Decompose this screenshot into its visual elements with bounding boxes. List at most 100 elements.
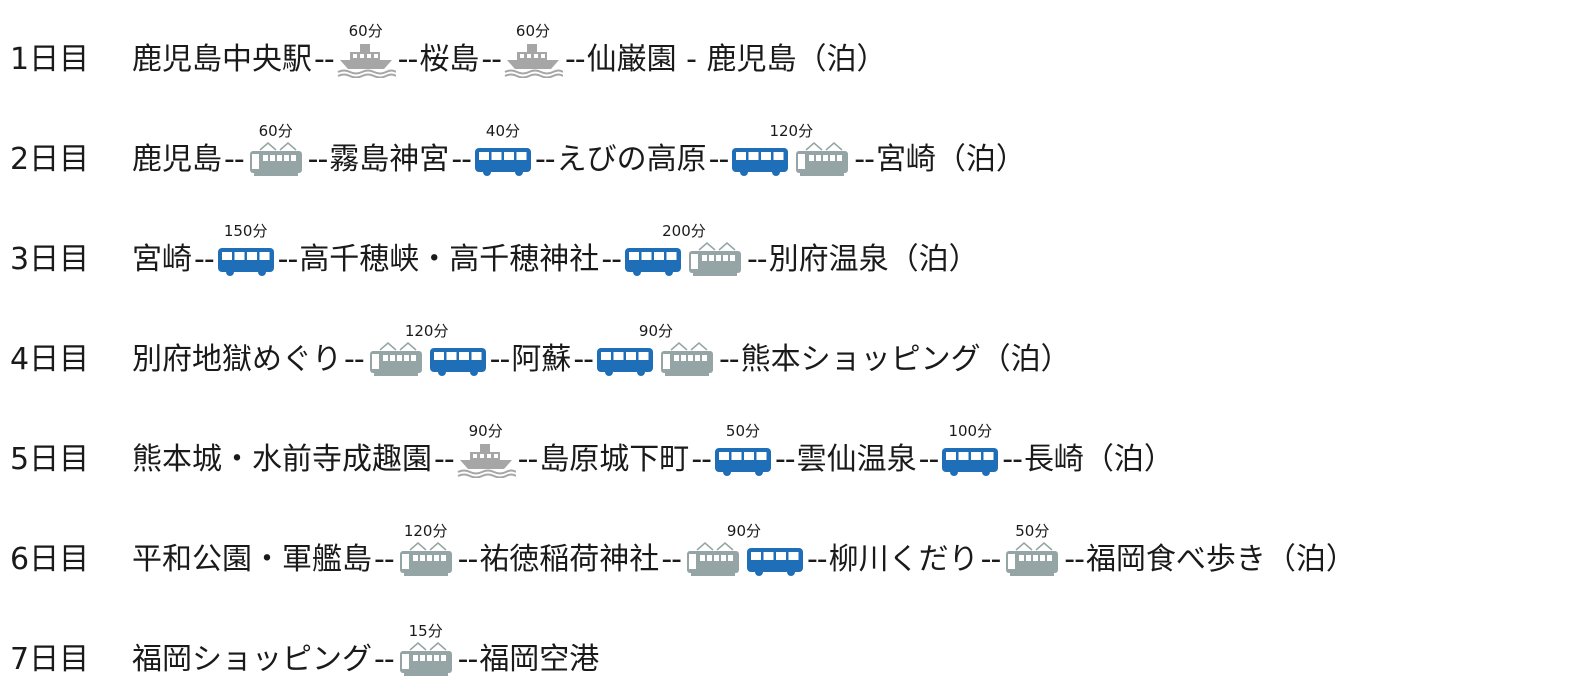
leg-duration: 150分 (223, 222, 268, 240)
day-label: 3日目 (10, 242, 90, 277)
transport-leg: 90分 (595, 322, 717, 378)
connector-dash: -- (806, 542, 828, 577)
transport-leg: 150分 (216, 222, 276, 278)
day-label: 6日目 (10, 542, 90, 577)
ferry-icon (503, 42, 563, 78)
place-name: 高千穂峡・高千穂神社 (299, 242, 600, 277)
connector-dash: -- (573, 342, 594, 377)
connector-dash: -- (481, 42, 502, 77)
connector-dash: -- (307, 142, 329, 177)
connector-dash: -- (691, 442, 712, 477)
connector-dash: -- (1064, 542, 1085, 577)
bus-icon (595, 342, 655, 378)
connector-dash: -- (344, 342, 365, 377)
bus-icon (623, 242, 683, 278)
place-name: 鹿児島 (132, 142, 222, 177)
leg-duration: 60分 (515, 22, 551, 40)
bus-icon (473, 142, 533, 178)
bus-icon (216, 242, 276, 278)
connector-dash: -- (746, 242, 768, 277)
leg-duration: 40分 (485, 122, 521, 140)
connector-dash: -- (564, 42, 586, 77)
place-name: 別府地獄めぐり (132, 342, 342, 377)
transport-leg: 60分 (336, 22, 396, 78)
connector-dash: -- (457, 542, 479, 577)
connector-dash: -- (224, 142, 245, 177)
train-icon (366, 342, 426, 378)
leg-duration: 60分 (348, 22, 383, 40)
connector-dash: -- (918, 442, 940, 477)
leg-duration: 120分 (403, 522, 448, 540)
transport-leg: 120分 (396, 522, 456, 578)
day-label: 4日目 (10, 342, 90, 377)
bus-icon (940, 442, 1000, 478)
connector-dash: -- (374, 642, 395, 677)
place-name: 雲仙温泉 (796, 442, 917, 477)
connector-dash: -- (718, 342, 740, 377)
place-name: 島原城下町 (539, 442, 690, 477)
day-row: 3日目宮崎 --150分-- 高千穂峡・高千穂神社 --200分-- 別府温泉（… (10, 218, 979, 278)
day-row: 1日目鹿児島中央駅 --60分-- 桜島 --60分-- 仙巌園 - 鹿児島（泊… (10, 18, 887, 78)
day-row: 6日目平和公園・軍艦島 --120分-- 祐徳稲荷神社 --90分-- 柳川くだ… (10, 518, 1356, 578)
leg-duration: 50分 (1015, 522, 1050, 540)
place-name: 別府温泉（泊） (768, 242, 979, 277)
connector-dash: -- (517, 442, 539, 477)
place-name: 長崎（泊） (1023, 442, 1174, 477)
connector-dash: -- (601, 242, 622, 277)
connector-dash: -- (457, 642, 479, 677)
place-name: 宮崎（泊） (875, 142, 1026, 177)
day-row: 7日目福岡ショッピング --15分-- 福岡空港 (10, 618, 599, 678)
train-icon (1002, 542, 1062, 578)
place-name: 桜島 (419, 42, 480, 77)
train-icon (792, 142, 852, 178)
transport-leg: 40分 (473, 122, 533, 178)
connector-dash: -- (661, 542, 682, 577)
transport-leg: 120分 (366, 322, 488, 378)
transport-leg: 15分 (396, 622, 456, 678)
train-icon (685, 242, 745, 278)
place-name: 阿蘇 (511, 342, 572, 377)
transport-leg: 60分 (246, 122, 306, 178)
bus-icon (713, 442, 773, 478)
connector-dash: -- (1002, 442, 1023, 477)
leg-duration: 200分 (662, 222, 706, 240)
place-name: 鹿児島中央駅 (132, 42, 312, 77)
place-name: 霧島神宮 (329, 142, 450, 177)
transport-leg: 90分 (456, 422, 516, 478)
place-name: 平和公園・軍艦島 (132, 542, 372, 577)
day-label: 1日目 (10, 42, 90, 77)
transport-leg: 200分 (623, 222, 745, 278)
train-icon (246, 142, 306, 178)
connector-dash: -- (397, 42, 419, 77)
place-name: 熊本ショッピング（泊） (740, 342, 1071, 377)
day-row: 4日目別府地獄めぐり --120分-- 阿蘇 --90分-- 熊本ショッピング（… (10, 318, 1071, 378)
place-name: えびの高原 (556, 142, 707, 177)
transport-leg: 50分 (713, 422, 773, 478)
place-name: 福岡空港 (479, 642, 600, 677)
transport-leg: 120分 (730, 122, 852, 178)
connector-dash: -- (434, 442, 455, 477)
place-name: 祐徳稲荷神社 (479, 542, 660, 577)
day-row: 5日目熊本城・水前寺成趣園 --90分-- 島原城下町 --50分-- 雲仙温泉… (10, 418, 1174, 478)
day-label: 2日目 (10, 142, 90, 177)
connector-dash: -- (854, 142, 875, 177)
place-name: 仙巌園 - 鹿児島（泊） (586, 42, 887, 77)
train-icon (396, 542, 456, 578)
place-name: 柳川くだり (828, 542, 979, 577)
leg-duration: 100分 (948, 422, 993, 440)
connector-dash: -- (451, 142, 472, 177)
bus-icon (745, 542, 805, 578)
place-name: 福岡ショッピング (132, 642, 372, 677)
leg-duration: 90分 (638, 322, 674, 340)
transport-leg: 90分 (683, 522, 805, 578)
bus-icon (730, 142, 790, 178)
ferry-icon (336, 42, 396, 78)
connector-dash: -- (277, 242, 299, 277)
leg-duration: 50分 (725, 422, 761, 440)
connector-dash: -- (774, 442, 796, 477)
place-name: 熊本城・水前寺成趣園 (132, 442, 432, 477)
connector-dash: -- (708, 142, 730, 177)
bus-icon (428, 342, 488, 378)
leg-duration: 120分 (404, 322, 449, 340)
